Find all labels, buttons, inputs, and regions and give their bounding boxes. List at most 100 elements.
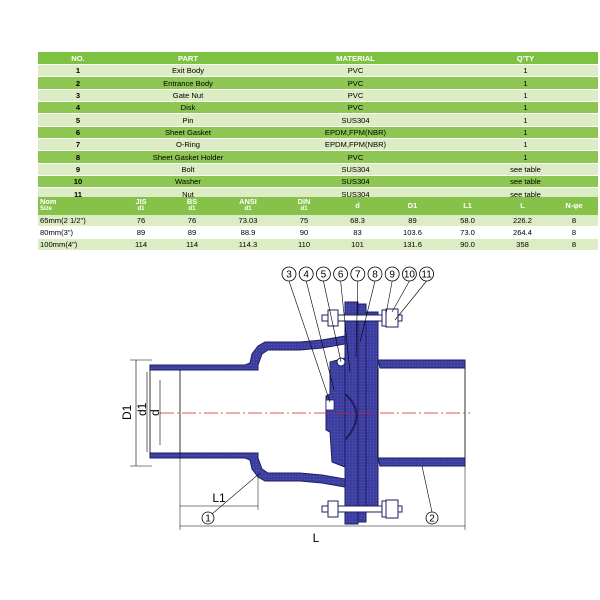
dims-header-label: N-φe: [565, 200, 583, 210]
parts-cell-qty: 1: [453, 126, 598, 140]
callout-circle: [333, 266, 349, 282]
dims-cell: 8: [550, 215, 598, 227]
parts-cell-material: EPDM,FPM(NBR): [258, 126, 453, 140]
dims-cell: 76: [116, 215, 166, 227]
dims-header-label: ANSI: [239, 197, 257, 206]
parts-cell-no: 1: [38, 64, 118, 78]
dims-header-label: BS: [186, 197, 198, 206]
svg-text:L1: L1: [212, 491, 226, 505]
parts-cell-material: SUS304: [258, 163, 453, 177]
parts-cell-part: Entrance Body: [118, 76, 258, 90]
parts-cell-material: PVC: [258, 150, 453, 164]
dims-header-label: L: [520, 200, 525, 210]
parts-cell-material: EPDM,FPM(NBR): [258, 138, 453, 152]
parts-cell-part: Sheet Gasket: [118, 126, 258, 140]
svg-text:2: 2: [429, 514, 435, 525]
svg-text:D1: D1: [120, 404, 134, 420]
dims-header-sub: Size: [40, 206, 53, 212]
dims-cell: 226.2: [495, 215, 550, 227]
dimension-d: d: [148, 380, 162, 445]
header-material: MATERIAL: [258, 52, 453, 65]
parts-cell-material: PVC: [258, 76, 453, 90]
dims-cell: 73.03: [218, 215, 278, 227]
dims-header-label: d: [355, 200, 360, 210]
dims-cell: 8: [550, 238, 598, 251]
callout-exit-body: 1: [201, 472, 261, 525]
dims-header-cell: D1: [385, 197, 440, 215]
callout-leader: [305, 280, 335, 391]
parts-cell-no: 7: [38, 138, 118, 152]
parts-cell-part: Washer: [118, 175, 258, 189]
header-qty: Q'TY: [453, 52, 598, 65]
svg-text:1: 1: [205, 514, 211, 525]
parts-cell-part: Sheet Gasket Holder: [118, 150, 258, 164]
callout-number: 8: [372, 270, 378, 281]
dims-header-sub: d1: [188, 206, 196, 212]
dimension-D1: D1: [120, 359, 152, 467]
dims-cell: 80mm(3"): [38, 226, 116, 239]
parts-cell-qty: 1: [453, 150, 598, 164]
parts-cell-part: O-Ring: [118, 138, 258, 152]
dims-header-label: Nom: [40, 197, 57, 206]
disk-assembly: [325, 357, 358, 468]
callout-number: 6: [338, 270, 344, 281]
dims-cell: 264.4: [495, 226, 550, 239]
parts-cell-material: SUS304: [258, 175, 453, 189]
callout-number: 11: [421, 270, 432, 281]
parts-cell-qty: 1: [453, 89, 598, 103]
callout-leader: [385, 280, 393, 315]
parts-cell-qty: see table: [453, 163, 598, 177]
dims-cell: 90.0: [440, 238, 495, 251]
dims-header-cell: L1: [440, 197, 495, 215]
dims-cell: 58.0: [440, 215, 495, 227]
callout-number: 4: [303, 270, 309, 281]
callout-circle: [315, 266, 331, 282]
svg-text:d1: d1: [135, 402, 149, 416]
dims-cell: 114.3: [218, 238, 278, 251]
parts-cell-qty: 1: [453, 138, 598, 152]
dims-header-label: D1: [407, 200, 418, 210]
callout-circle: [419, 266, 435, 282]
callout-leader: [323, 280, 342, 363]
dims-cell: 103.6: [385, 226, 440, 239]
dims-cell: 8: [550, 226, 598, 239]
callout-circle: [401, 266, 417, 282]
dims-cell: 65mm(2 1/2"): [38, 215, 116, 227]
parts-cell-no: 9: [38, 163, 118, 177]
callout-leader: [355, 280, 359, 358]
dimension-L1: L1: [180, 477, 259, 510]
callout-circle: [298, 266, 314, 282]
dims-header-label: JIS: [135, 197, 147, 206]
callout-number: 5: [321, 270, 327, 281]
dims-cell: 358: [495, 238, 550, 251]
parts-cell-material: PVC: [258, 64, 453, 78]
dims-cell: 89: [385, 215, 440, 227]
callout-leader: [340, 280, 351, 373]
dims-cell: 89: [116, 226, 166, 239]
parts-table-header: NO. PART MATERIAL Q'TY: [38, 52, 598, 65]
dims-cell: 110: [278, 238, 330, 251]
dims-cell: 73.0: [440, 226, 495, 239]
bolt-top: [321, 308, 403, 328]
dims-header-sub: d1: [244, 206, 252, 212]
parts-cell-material: PVC: [258, 89, 453, 103]
dims-cell: 101: [330, 238, 385, 251]
dims-header-label: L1: [463, 200, 472, 210]
